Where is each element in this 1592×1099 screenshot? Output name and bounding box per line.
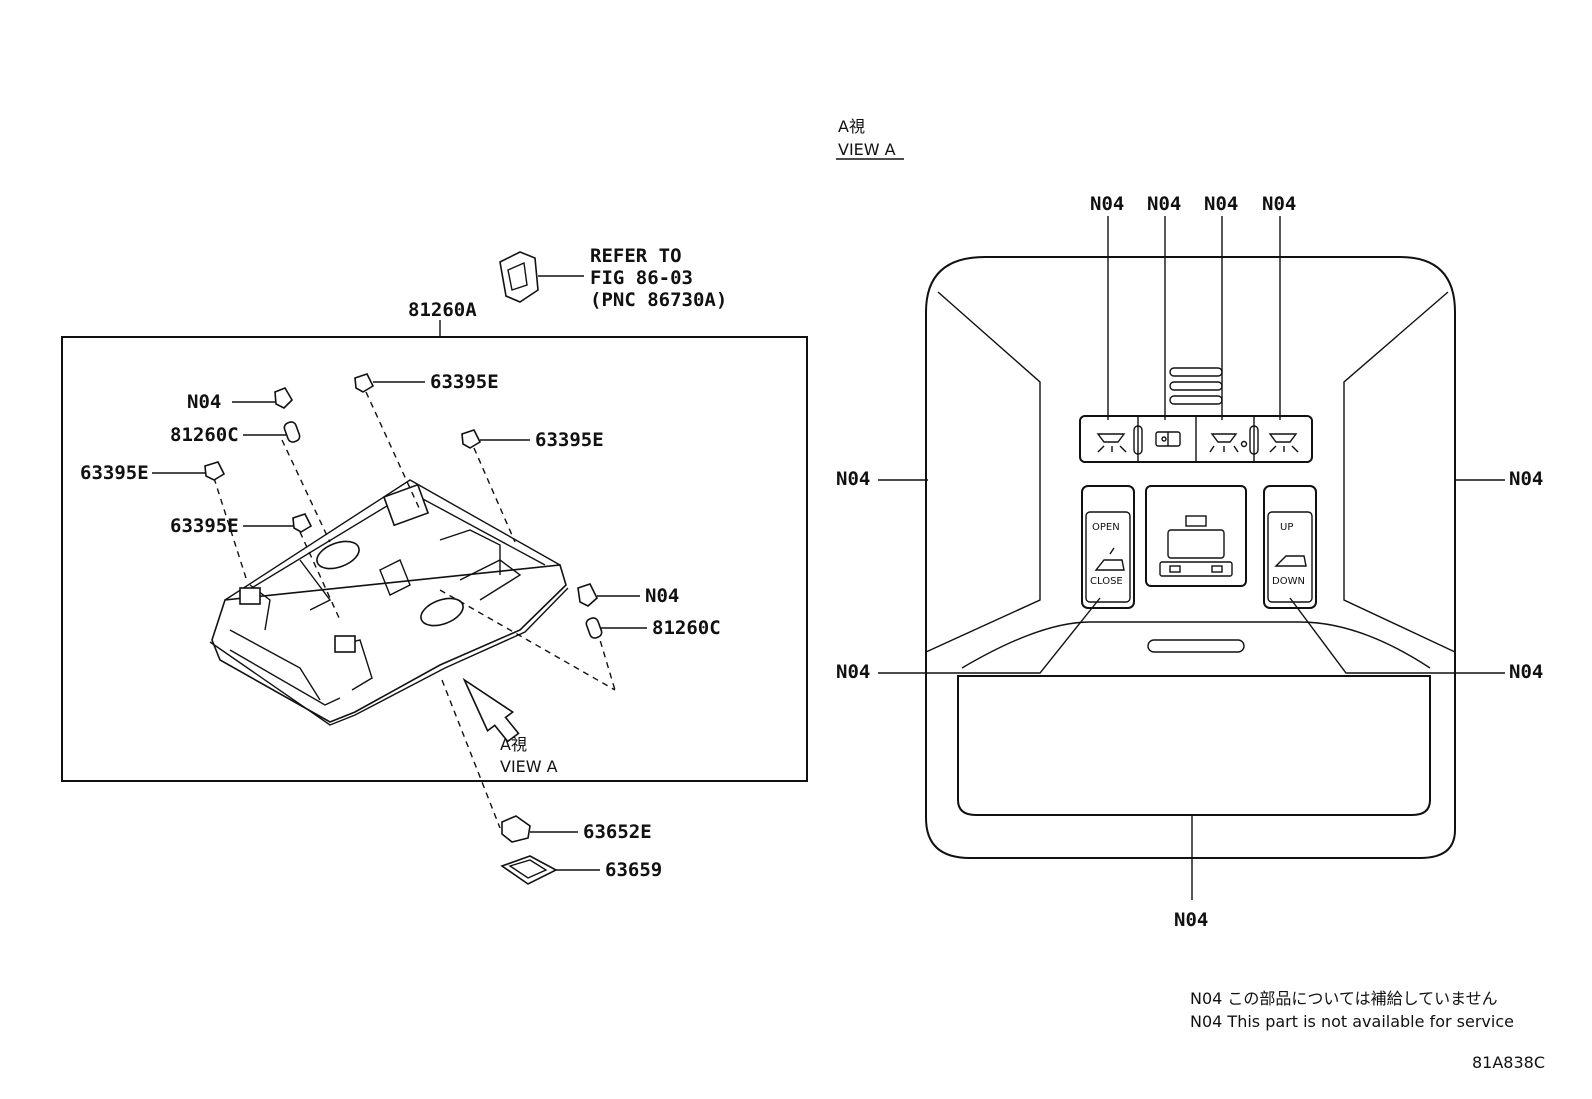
note-jp: N04 この部品については補給していません bbox=[1190, 989, 1498, 1008]
plate-label: 63659 bbox=[605, 859, 662, 881]
view-a-top-label-3: N04 bbox=[1204, 193, 1238, 215]
sunroof-open-close-switch bbox=[1081, 485, 1135, 609]
note-en: N04 This part is not available for servi… bbox=[1190, 1012, 1514, 1031]
dash-n04-right-a bbox=[439, 589, 616, 691]
bulb-upper-label: 81260C bbox=[170, 424, 239, 446]
map-lamp-left-icon bbox=[1096, 433, 1127, 453]
switch-open-label: OPEN bbox=[1092, 522, 1120, 533]
view-a-top-label-4: N04 bbox=[1262, 193, 1296, 215]
dash-n04-upper bbox=[281, 439, 331, 543]
clip-right-label: 63395E bbox=[535, 429, 604, 451]
room-lamp-icon bbox=[1209, 433, 1248, 453]
dash-clip-mid bbox=[299, 531, 341, 621]
clip-left-part bbox=[204, 461, 226, 481]
clip-mid-left-label: 63395E bbox=[170, 515, 239, 537]
refer-line3: (PNC 86730A) bbox=[590, 289, 727, 311]
view-a-top-label-1: N04 bbox=[1090, 193, 1124, 215]
clip-left-label: 63395E bbox=[80, 462, 149, 484]
center-sensor-module bbox=[1145, 485, 1247, 587]
refer-line2: FIG 86-03 bbox=[590, 267, 693, 289]
figure-code: 81A838C bbox=[1472, 1053, 1545, 1072]
clip-lower-label: 63652E bbox=[583, 821, 652, 843]
sunroof-up-down-switch bbox=[1263, 485, 1317, 609]
view-a-side-left-label: N04 bbox=[836, 468, 870, 490]
n04-upper-part bbox=[274, 387, 294, 409]
n04-right-label: N04 bbox=[645, 585, 679, 607]
view-a-top-label-2: N04 bbox=[1147, 193, 1181, 215]
clip-mid-left-part bbox=[292, 513, 313, 533]
view-a-heading-en: VIEW A bbox=[838, 140, 896, 159]
view-a-arrow-en: VIEW A bbox=[500, 757, 558, 776]
clip-lower-part bbox=[501, 815, 531, 843]
bulb-right-label: 81260C bbox=[652, 617, 721, 639]
refer-line1: REFER TO bbox=[590, 245, 682, 267]
map-lamp-right-icon bbox=[1268, 433, 1299, 453]
bulb-right-part bbox=[585, 617, 603, 639]
clip-top-label: 63395E bbox=[430, 371, 499, 393]
switch-down-label: DOWN bbox=[1272, 576, 1305, 587]
view-a-bottom-label: N04 bbox=[1174, 909, 1208, 931]
n04-right-part bbox=[577, 583, 598, 607]
switch-up-label: UP bbox=[1280, 522, 1293, 533]
bulb-upper-part bbox=[283, 421, 301, 443]
view-a-heading-jp: A視 bbox=[838, 117, 865, 136]
n04-upper-label: N04 bbox=[187, 391, 221, 413]
assembly-box bbox=[61, 336, 808, 782]
view-a-bottom-left-label: N04 bbox=[836, 661, 870, 683]
switch-close-label: CLOSE bbox=[1090, 576, 1123, 587]
overhead-console-housing bbox=[209, 479, 569, 726]
assembly-label: 81260A bbox=[408, 299, 477, 321]
clip-top-part bbox=[354, 373, 375, 393]
view-a-console-outline bbox=[925, 256, 1456, 859]
connector-part-icon bbox=[499, 251, 539, 303]
leader-bottom-left bbox=[878, 597, 1101, 674]
view-a-arrow-jp: A視 bbox=[500, 735, 527, 754]
plate-part bbox=[500, 855, 558, 885]
view-a-lamp-switch-bar bbox=[1079, 415, 1313, 463]
view-a-bottom-right-label: N04 bbox=[1509, 661, 1543, 683]
clip-right-part bbox=[461, 429, 482, 449]
door-lamp-icon bbox=[1155, 431, 1181, 447]
dash-clip-top bbox=[365, 391, 421, 511]
dash-lower-clip bbox=[441, 679, 501, 829]
view-a-side-right-label: N04 bbox=[1509, 468, 1543, 490]
leader-bottom-right bbox=[1289, 597, 1505, 674]
view-a-arrow-icon bbox=[462, 677, 520, 743]
